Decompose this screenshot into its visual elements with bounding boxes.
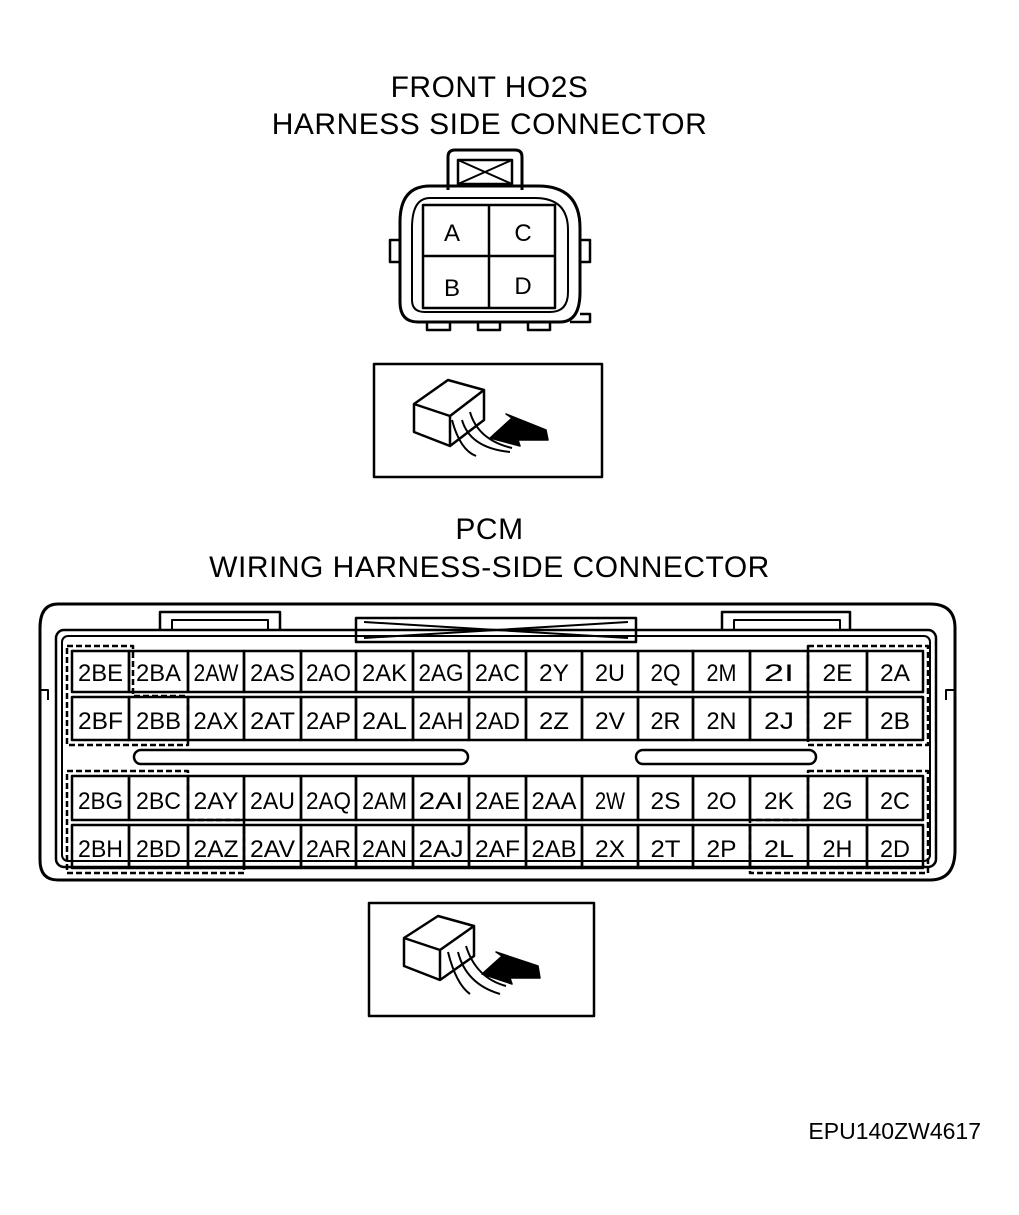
pcm-pin-2ac: 2AC <box>475 660 520 687</box>
pcm-pin-2n: 2N <box>707 708 737 735</box>
pcm-pin-2at: 2AT <box>250 708 295 735</box>
pcm-pin-2al: 2AL <box>362 708 407 735</box>
pcm-pin-2ar: 2AR <box>306 836 351 863</box>
pcm-pin-cell <box>865 823 925 870</box>
pcm-pin-2z: 2Z <box>539 708 569 735</box>
pcm-pin-group-outline <box>65 769 246 875</box>
pcm-pin-2b: 2B <box>880 708 910 735</box>
pcm-title-line1: PCM <box>455 513 524 546</box>
pcm-pin-2bc: 2BC <box>136 788 181 815</box>
pcm-pin-2as: 2AS <box>250 660 295 687</box>
ho2s-pin-d: D <box>514 273 531 300</box>
pcm-pin-2am: 2AM <box>362 788 407 815</box>
ho2s-pin-b: B <box>444 275 460 302</box>
pcm-pin-2aw: 2AW <box>194 660 239 687</box>
pcm-pin-2ag: 2AG <box>419 660 464 687</box>
pcm-pin-2bf: 2BF <box>78 708 123 735</box>
pcm-pin-2bg: 2BG <box>78 788 123 815</box>
pcm-pin-2g: 2G <box>823 788 853 815</box>
pcm-pin-2r: 2R <box>651 708 681 735</box>
pcm-pin-2az: 2AZ <box>194 836 239 863</box>
pcm-pin-2an: 2AN <box>362 836 407 863</box>
pcm-pin-grid: 2BE 2BA 2AW 2AS 2AO 2AK 2AG 2AC 2Y 2U 2Q 2M 2I 2E 2A 2B… <box>70 649 925 870</box>
pcm-pin-2ah: 2AH <box>419 708 464 735</box>
pcm-pin-2ay: 2AY <box>194 788 239 815</box>
pcm-pin-group-outline <box>65 644 190 747</box>
pcm-pin-2bb: 2BB <box>136 708 181 735</box>
pcm-pin-2t: 2T <box>651 836 681 863</box>
pcm-pin-2k: 2K <box>764 788 794 815</box>
pcm-pin-2ap: 2AP <box>306 708 351 735</box>
pcm-pin-2y: 2Y <box>539 660 569 687</box>
harness-view-icon <box>372 362 604 479</box>
pcm-pin-2ba: 2BA <box>136 660 181 687</box>
pcm-pin-2aj: 2AJ <box>419 836 464 863</box>
diagram-code: EPU140ZW4617 <box>808 1118 981 1144</box>
pcm-pin-2bh: 2BH <box>78 836 123 863</box>
pcm-pin-2p: 2P <box>707 836 737 863</box>
pcm-pin-2d: 2D <box>880 836 910 863</box>
pcm-pin-2c: 2C <box>880 788 910 815</box>
pcm-pin-2ao: 2AO <box>306 660 351 687</box>
pcm-pin-2w: 2W <box>595 788 625 815</box>
pcm-pin-2a: 2A <box>880 660 910 687</box>
pcm-pin-2ae: 2AE <box>475 788 520 815</box>
pcm-pin-2ak: 2AK <box>362 660 407 687</box>
pcm-pin-cell <box>865 695 925 742</box>
pcm-pin-2h: 2H <box>823 836 853 863</box>
pcm-pin-2ai: 2AI <box>419 788 464 815</box>
ho2s-title-line2: HARNESS SIDE CONNECTOR <box>271 108 708 141</box>
pcm-pin-2au: 2AU <box>250 788 295 815</box>
pcm-pin-2ad: 2AD <box>475 708 520 735</box>
pcm-pin-2o: 2O <box>707 788 737 815</box>
pcm-title-line2: WIRING HARNESS-SIDE CONNECTOR <box>209 551 770 584</box>
ho2s-connector <box>388 148 592 332</box>
pcm-pin-2aq: 2AQ <box>306 788 351 815</box>
ho2s-title-line1: FRONT HO2S <box>390 71 589 104</box>
pcm-pin-2af: 2AF <box>475 836 520 863</box>
ho2s-pin-a: A <box>444 220 460 247</box>
pcm-pin-group-outlines <box>65 644 930 875</box>
pcm-pin-2m: 2M <box>707 660 737 687</box>
pcm-pin-2u: 2U <box>595 660 625 687</box>
harness-view-icon-pcm <box>367 901 596 1018</box>
pcm-pin-2ab: 2AB <box>532 836 577 863</box>
pcm-pin-2e: 2E <box>823 660 853 687</box>
ho2s-pin-c: C <box>514 220 531 247</box>
pcm-pin-2be: 2BE <box>78 660 123 687</box>
pcm-pin-2ax: 2AX <box>194 708 239 735</box>
pcm-pin-group-outline <box>806 644 930 747</box>
pcm-pin-2v: 2V <box>595 708 625 735</box>
pcm-pin-2j: 2J <box>764 708 794 735</box>
pcm-pin-2l: 2L <box>764 836 794 863</box>
pcm-pin-cell <box>865 649 925 694</box>
pcm-pin-2x: 2X <box>595 836 625 863</box>
pcm-pin-2bd: 2BD <box>136 836 181 863</box>
pcm-pin-2i: 2I <box>764 660 794 687</box>
pcm-pin-2q: 2Q <box>651 660 681 687</box>
pcm-pin-2f: 2F <box>823 708 853 735</box>
pcm-pin-2s: 2S <box>651 788 681 815</box>
pcm-pin-2av: 2AV <box>250 836 295 863</box>
pcm-connector <box>38 602 957 882</box>
pcm-pin-2aa: 2AA <box>532 788 577 815</box>
pcm-pin-group-outline <box>748 769 930 875</box>
pcm-pin-cell <box>865 774 925 822</box>
